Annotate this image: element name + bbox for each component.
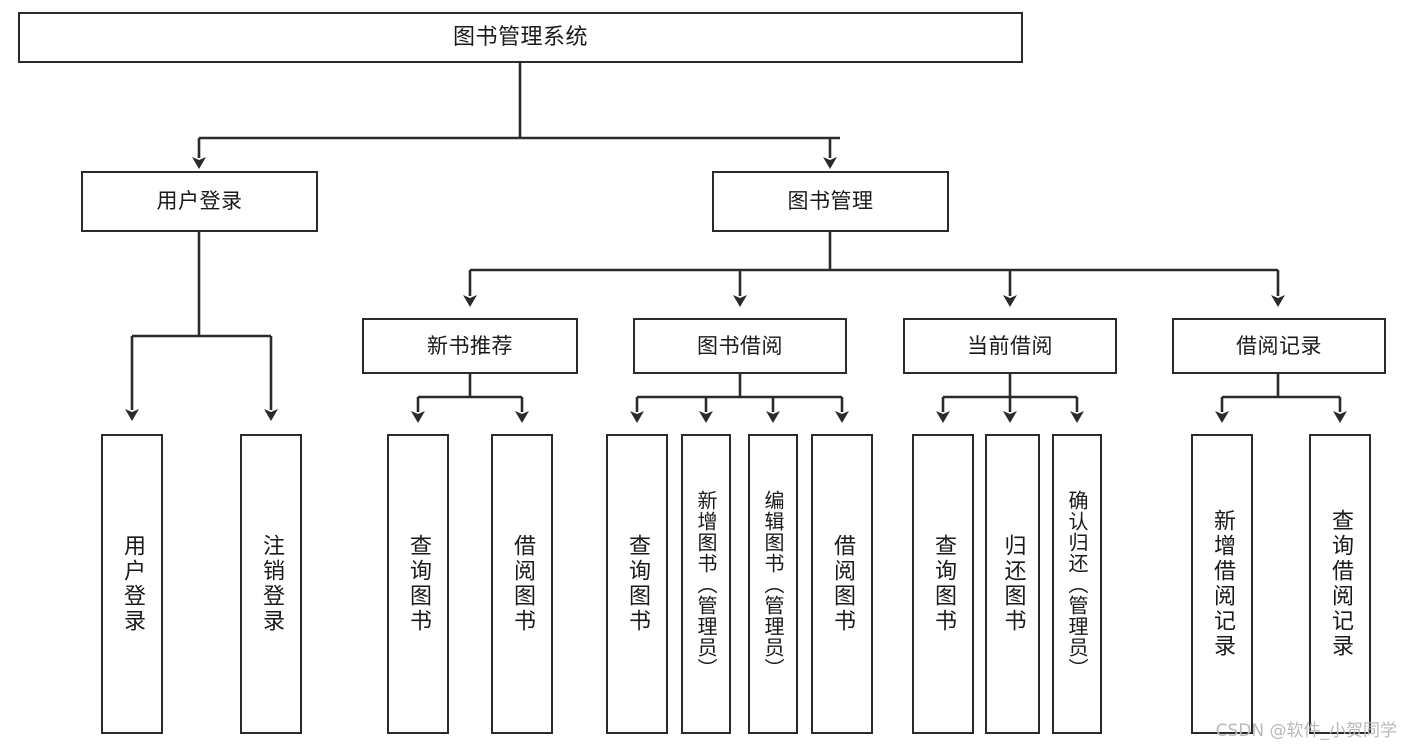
- node-root-book-management-system[interactable]: 图书管理系统: [18, 12, 1023, 63]
- leaf-user-login-login[interactable]: 用户登录: [101, 434, 163, 734]
- node-label: 图书借阅: [697, 333, 783, 358]
- node-label: 借阅记录: [1236, 333, 1322, 358]
- node-label: 当前借阅: [967, 333, 1053, 358]
- node-new-book-recommend[interactable]: 新书推荐: [362, 318, 578, 374]
- node-label: 查询图书: [406, 534, 431, 634]
- leaf-current-borrow-query-book[interactable]: 查询图书: [912, 434, 974, 734]
- node-label: 用户登录: [120, 534, 145, 634]
- node-current-borrow[interactable]: 当前借阅: [903, 318, 1117, 374]
- node-label: 查询图书: [931, 534, 956, 634]
- node-label: 编辑图书（管理员）: [761, 489, 785, 679]
- leaf-current-borrow-confirm-return-admin[interactable]: 确认归还（管理员）: [1052, 434, 1102, 734]
- leaf-borrow-record-add-record[interactable]: 新增借阅记录: [1191, 434, 1253, 734]
- node-label: 新书推荐: [427, 333, 513, 358]
- node-label: 归还图书: [1000, 534, 1026, 634]
- node-label: 借阅图书: [510, 534, 535, 634]
- node-label: 注销登录: [259, 534, 284, 634]
- node-user-login[interactable]: 用户登录: [81, 171, 318, 232]
- leaf-new-book-borrow-book[interactable]: 借阅图书: [491, 434, 553, 734]
- node-label: 新增图书（管理员）: [694, 489, 718, 679]
- leaf-book-borrow-edit-book-admin[interactable]: 编辑图书（管理员）: [748, 434, 798, 734]
- node-label: 查询借阅记录: [1328, 509, 1353, 659]
- node-book-borrow[interactable]: 图书借阅: [633, 318, 847, 374]
- leaf-book-borrow-add-book-admin[interactable]: 新增图书（管理员）: [681, 434, 731, 734]
- node-label: 图书管理系统: [452, 24, 588, 50]
- leaf-book-borrow-query-book[interactable]: 查询图书: [606, 434, 668, 734]
- leaf-user-login-logout[interactable]: 注销登录: [240, 434, 302, 734]
- node-label: 新增借阅记录: [1210, 509, 1235, 659]
- leaf-current-borrow-return-book[interactable]: 归还图书: [985, 434, 1040, 734]
- node-book-management[interactable]: 图书管理: [712, 171, 949, 232]
- leaf-book-borrow-borrow-book[interactable]: 借阅图书: [811, 434, 873, 734]
- node-label: 确认归还（管理员）: [1065, 489, 1089, 679]
- leaf-borrow-record-query-record[interactable]: 查询借阅记录: [1309, 434, 1371, 734]
- node-label: 图书管理: [787, 189, 874, 214]
- node-label: 借阅图书: [830, 534, 855, 634]
- node-label: 用户登录: [156, 189, 243, 214]
- node-borrow-record[interactable]: 借阅记录: [1172, 318, 1386, 374]
- node-label: 查询图书: [625, 534, 650, 634]
- leaf-new-book-query-book[interactable]: 查询图书: [387, 434, 449, 734]
